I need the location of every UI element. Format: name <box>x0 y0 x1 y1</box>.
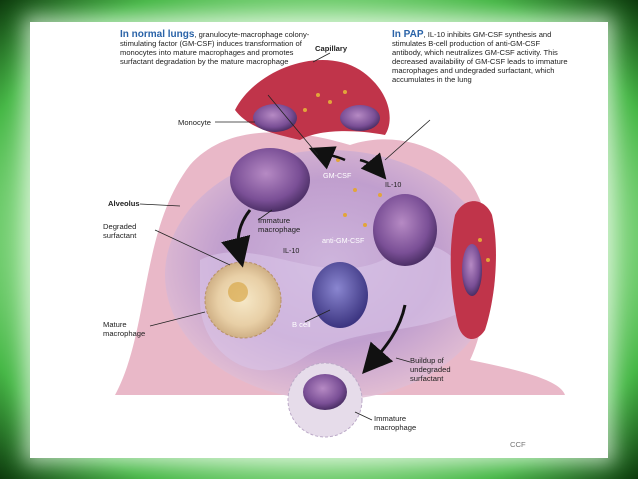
immature-macrophage-label-2: Immature macrophage <box>374 414 417 432</box>
pap-body: , IL-10 inhibits GM-CSF synthesis and st… <box>392 30 568 84</box>
pap-caption: In PAP, IL-10 inhibits GM-CSF synthesis … <box>392 29 570 85</box>
pap-heading: In PAP <box>392 29 424 40</box>
capillary-cell-3 <box>462 244 482 296</box>
buildup-label: Buildup of undegraded surfactant <box>410 356 451 383</box>
credit-label: CCF <box>510 440 526 449</box>
migration-arrow-right <box>359 152 387 180</box>
immature-macrophage-bottom <box>287 362 363 438</box>
mature-macrophage-cell <box>204 261 282 339</box>
normal-lungs-caption: In normal lungs, granulocyte-macrophage … <box>120 29 310 67</box>
mature-macrophage-label: Mature macrophage <box>103 320 146 338</box>
capillary-cell-1 <box>253 104 297 132</box>
monocyte-label: Monocyte <box>178 118 211 127</box>
il10-label-top: IL-10 <box>385 180 402 189</box>
gm-csf-particles <box>303 90 490 262</box>
b-cell <box>312 262 368 328</box>
degraded-surfactant-label: Degraded surfactant <box>103 222 137 240</box>
immature-macrophage-right <box>373 194 437 266</box>
anti-gm-csf-label: anti-GM-CSF <box>322 236 365 245</box>
leader-lines <box>139 52 431 421</box>
capillary-cell-2 <box>340 105 380 131</box>
alveolus-label: Alveolus <box>108 199 140 208</box>
transform-arrow-1 <box>221 209 252 268</box>
il10-label-bottom: IL-10 <box>283 246 300 255</box>
capillary-label: Capillary <box>315 44 348 53</box>
b-cell-label: B cell <box>292 320 311 329</box>
gm-csf-label: GM-CSF <box>323 171 352 180</box>
migration-arrow-left <box>308 146 346 170</box>
monocyte-cell <box>230 148 310 212</box>
normal-lungs-body: , granulocyte-macrophage colony-stimulat… <box>120 30 310 66</box>
normal-lungs-heading: In normal lungs <box>120 29 195 40</box>
immature-macrophage-label-1: Immature macrophage <box>258 216 301 234</box>
transform-arrow-2 <box>362 304 407 374</box>
